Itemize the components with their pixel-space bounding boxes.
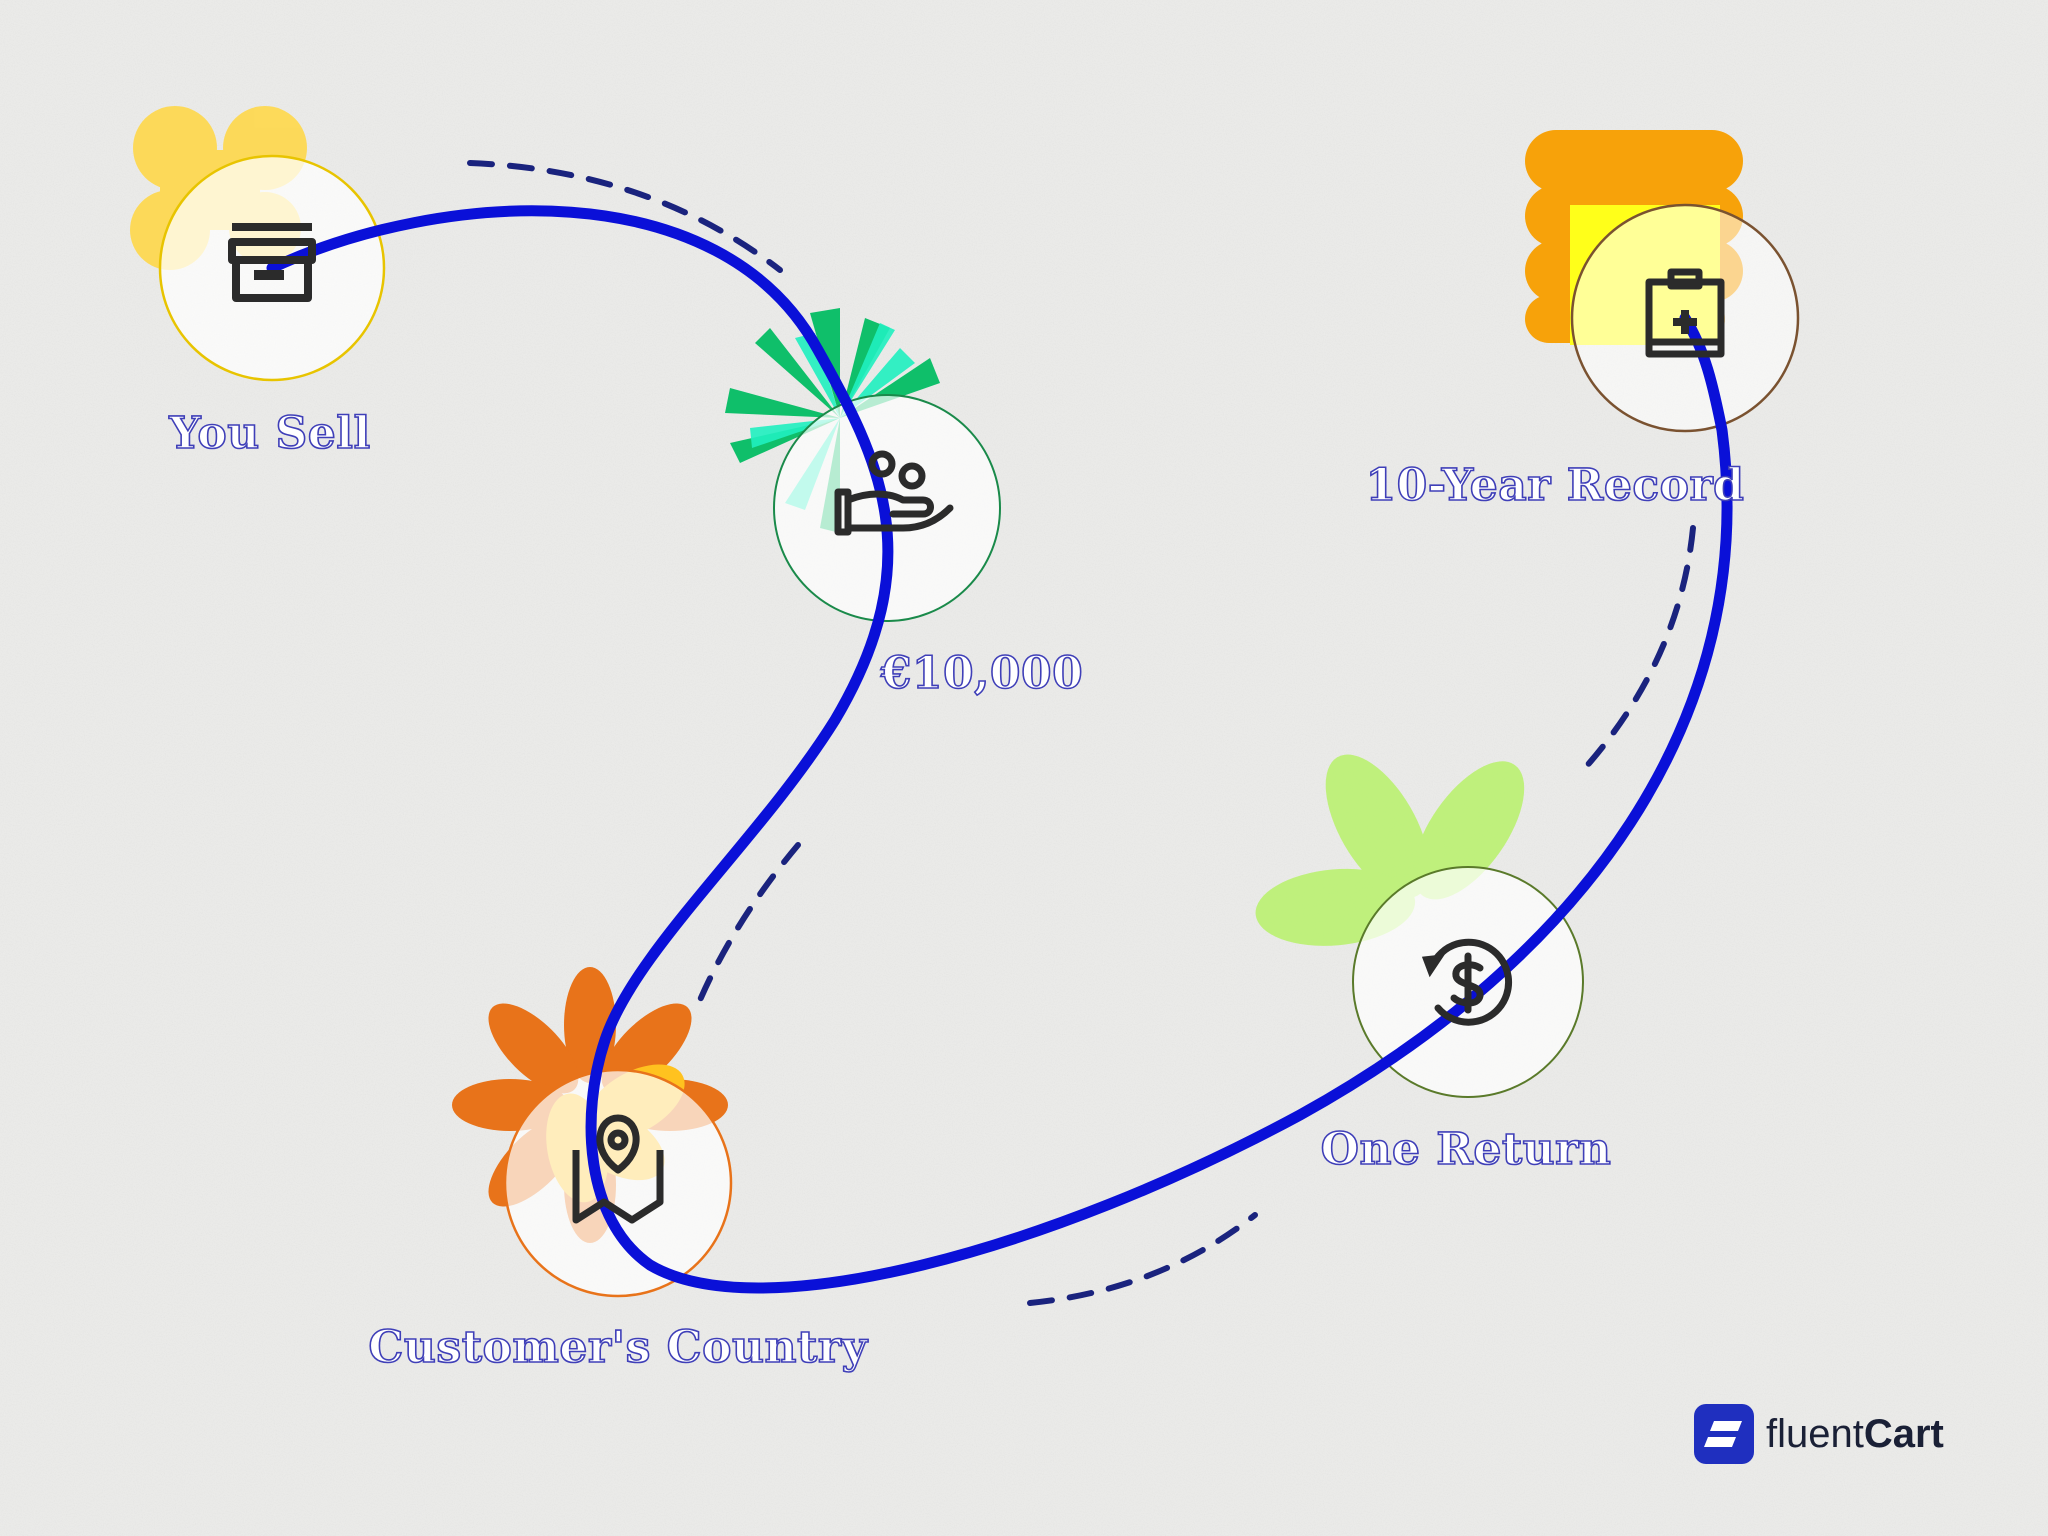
label-you-sell: You Sell (168, 407, 371, 460)
hand-coins-icon (834, 450, 954, 536)
dash-guide-3 (1027, 1212, 1258, 1306)
dash-guide-1 (467, 160, 783, 273)
journey-path (266, 205, 1733, 1294)
fluentcart-logo-icon (1694, 1404, 1754, 1464)
label-record: 10-Year Record (1365, 459, 1745, 512)
label-one-return: One Return (1320, 1123, 1612, 1176)
label-customer-country: Customer's Country (368, 1321, 868, 1374)
store-icon (228, 223, 316, 302)
brand-logo: fluentCart (1694, 1404, 1944, 1464)
map-pin-icon (572, 1114, 664, 1224)
dashed-guides (467, 160, 1696, 1306)
brand-name-bold: Cart (1863, 1411, 1944, 1456)
circle-customer-country (503, 1068, 733, 1298)
dash-guide-4 (1582, 525, 1696, 771)
brand-name: fluentCart (1766, 1412, 1944, 1457)
dash-guide-2 (697, 842, 801, 1003)
label-threshold: €10,000 (880, 647, 1084, 700)
brand-name-light: fluent (1766, 1411, 1864, 1456)
leaves-one-return (1255, 754, 1525, 946)
medical-case-icon (1645, 268, 1725, 358)
refund-icon (1421, 938, 1513, 1026)
